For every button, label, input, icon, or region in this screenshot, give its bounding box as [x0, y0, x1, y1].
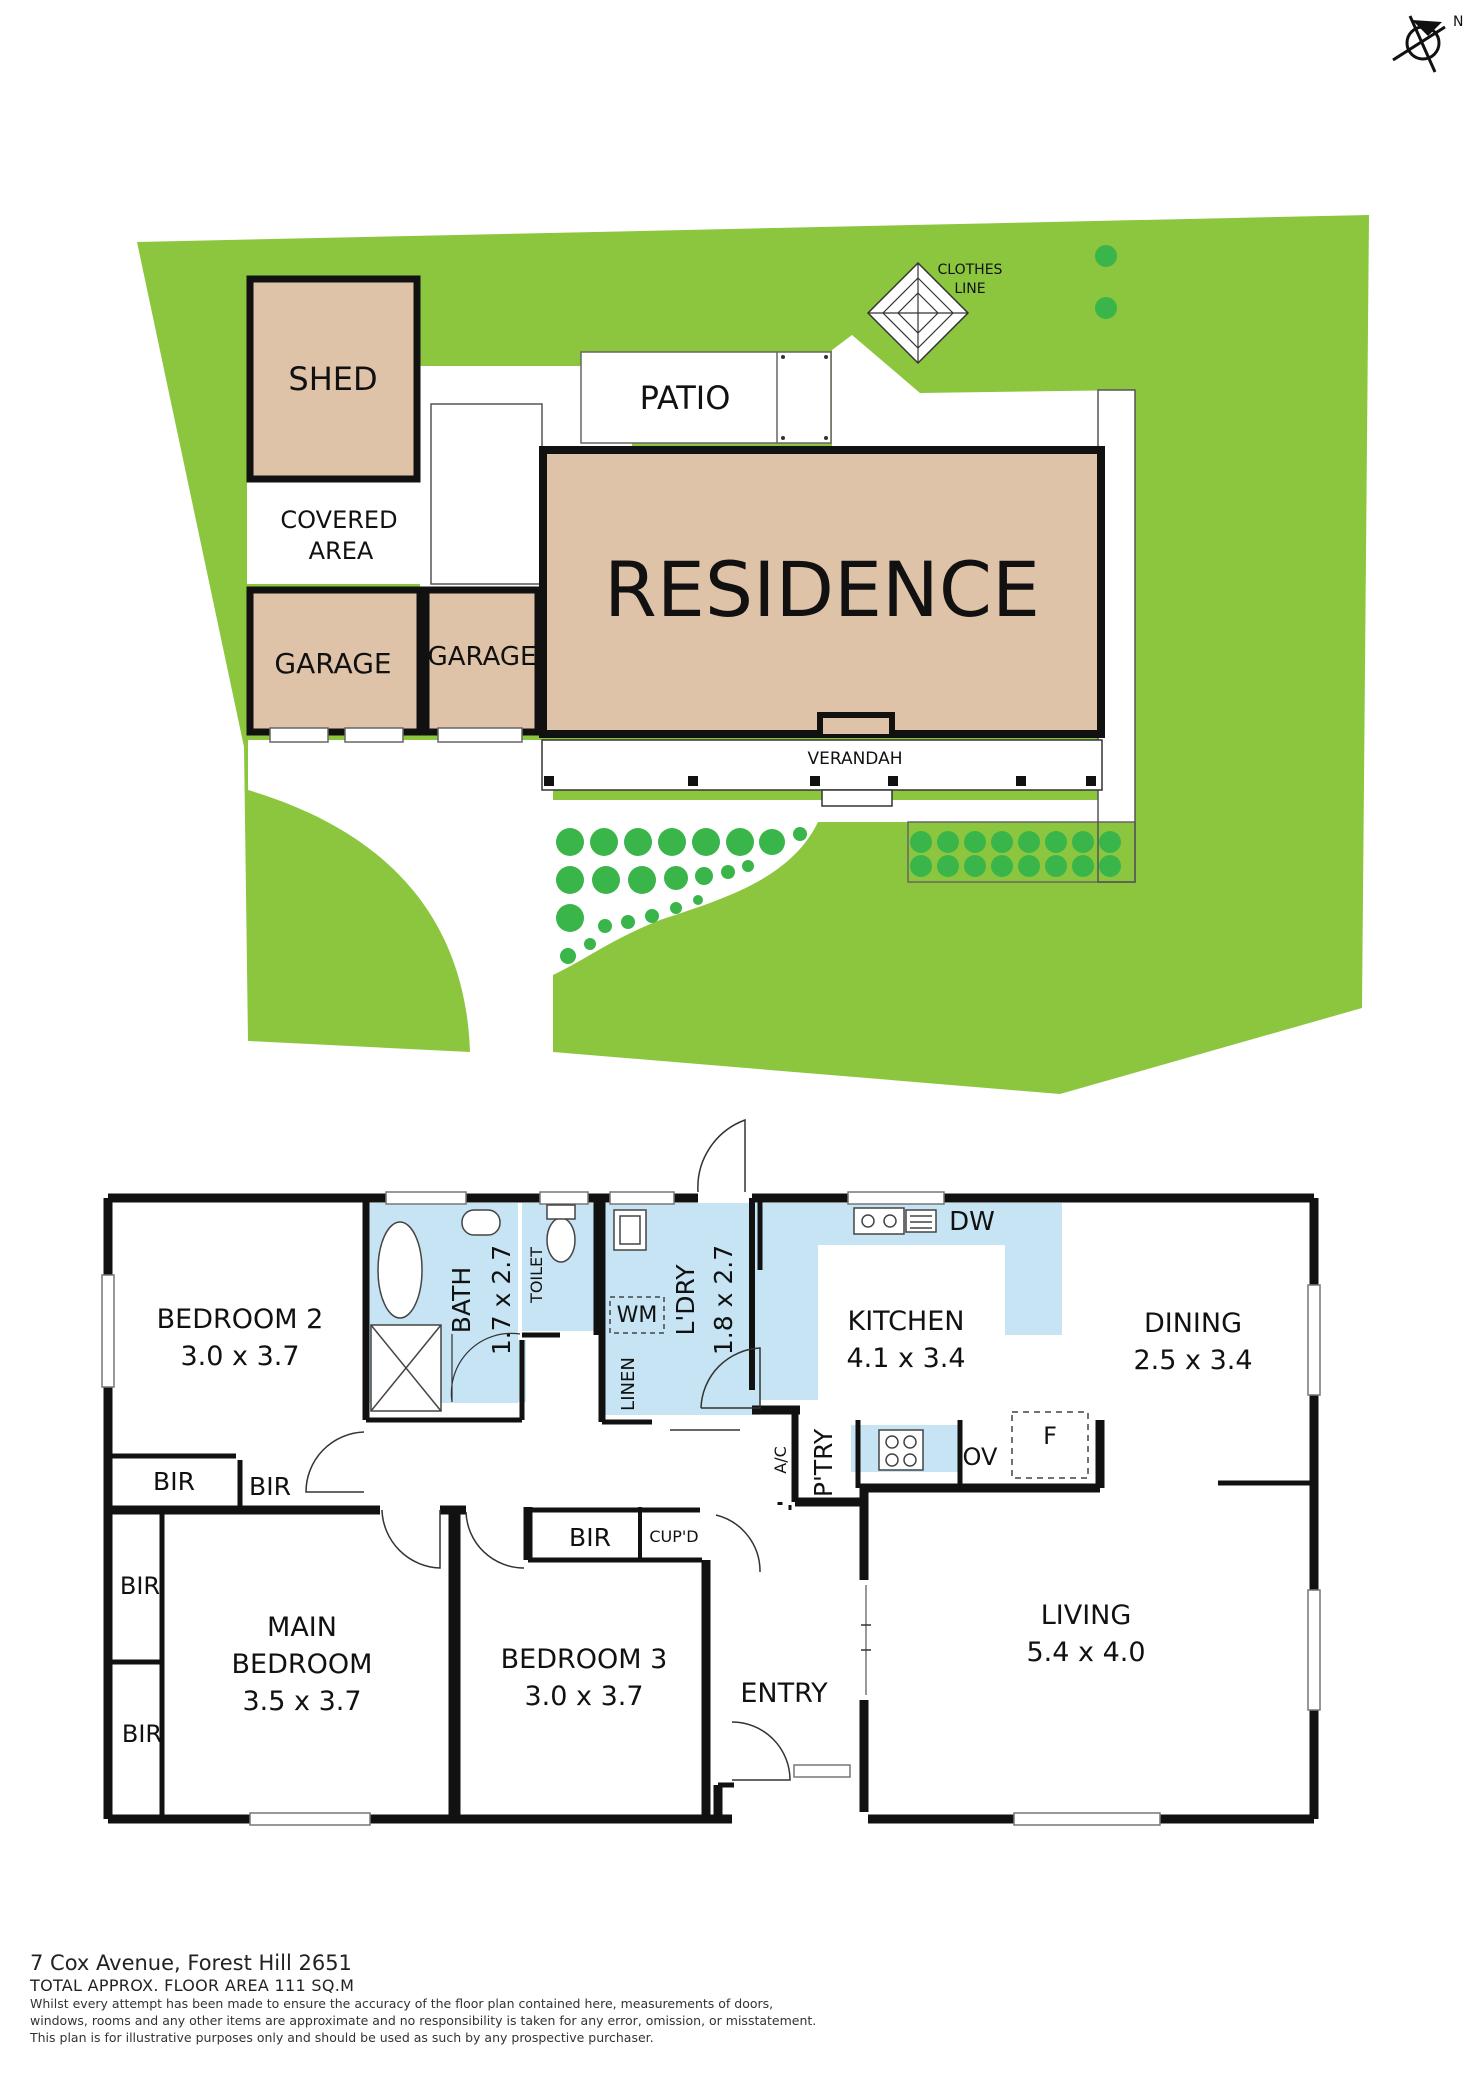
garage-1-door-b [344, 727, 404, 743]
bath-name: BATH [447, 1267, 476, 1333]
disclaimer-line-1: Whilst every attempt has been made to en… [30, 1996, 774, 2011]
disclaimer-line-2: windows, rooms and any other items are a… [30, 2013, 817, 2028]
dishwasher-label: DW [949, 1207, 995, 1237]
living-name: LIVING [1041, 1600, 1132, 1631]
bir-label-bedroom3: BIR [569, 1523, 611, 1552]
bath-dims: 1.7 x 2.7 [487, 1245, 516, 1355]
compass-north-label: N [1453, 14, 1463, 30]
driveway [248, 740, 553, 1052]
bir-label-bedroom2-a: BIR [153, 1467, 195, 1496]
carport-strip [430, 403, 543, 585]
fridge-label: F [1043, 1422, 1057, 1450]
patio-label: PATIO [640, 379, 731, 417]
bedroom-2-name: BEDROOM 2 [157, 1304, 324, 1335]
site-plan: COVERED AREA SHED GARAGE GARAGE PATIO CL… [137, 215, 1369, 1094]
bedroom-3-name: BEDROOM 3 [501, 1644, 668, 1675]
disclaimer-line-3: This plan is for illustrative purposes o… [30, 2030, 654, 2045]
covered-area-label-2: AREA [309, 537, 374, 565]
toilet-icon [546, 1217, 576, 1263]
bath-hall-notch [448, 1340, 526, 1402]
rear-path [832, 335, 1135, 450]
main-bedroom-name-2: BEDROOM [232, 1649, 373, 1680]
bathtub-icon [377, 1221, 423, 1319]
entry-label: ENTRY [740, 1678, 828, 1709]
interior-walls [108, 1198, 1314, 1819]
shed-label: SHED [288, 360, 377, 398]
bedroom-2-dims: 3.0 x 3.7 [180, 1341, 299, 1372]
garage-1-door-a [269, 727, 329, 743]
doors [305, 1118, 871, 1781]
washing-machine-icon [609, 1296, 665, 1334]
room-labels: BEDROOM 2 3.0 x 3.7 BATH 1.7 x 2.7 TOILE… [120, 1207, 1253, 1748]
bir-label-main-a: BIR [120, 1572, 160, 1600]
hedge-shrubs-right [910, 831, 1121, 877]
vanity-icon [461, 1209, 501, 1236]
tree [1095, 297, 1117, 319]
linen-label: LINEN [618, 1357, 639, 1411]
shed [246, 275, 421, 483]
patio [580, 351, 832, 444]
bath-fixtures [370, 1204, 1089, 1479]
residence-label: RESIDENCE [604, 545, 1040, 634]
garage-2-label: GARAGE [428, 642, 537, 672]
laundry-dims: 1.8 x 2.7 [709, 1245, 738, 1355]
fridge-icon [1011, 1411, 1089, 1479]
garage-2-door [437, 727, 523, 743]
kitchen-bench [760, 1203, 1062, 1400]
garage-1 [246, 586, 424, 736]
dining-name: DINING [1144, 1308, 1242, 1339]
bir-label-main-b: BIR [122, 1720, 162, 1748]
pantry-label: P'TRY [809, 1428, 838, 1497]
clothes-line-label-1: CLOTHES [938, 262, 1003, 278]
kitchen-dims: 4.1 x 3.4 [846, 1343, 965, 1374]
oven-label: OV [963, 1443, 998, 1471]
main-bedroom-name-1: MAIN [267, 1612, 337, 1643]
bedroom-3-dims: 3.0 x 3.7 [524, 1681, 643, 1712]
total-floor-area: TOTAL APPROX. FLOOR AREA 111 SQ.M [30, 1976, 355, 1995]
toilet-label: TOILET [527, 1247, 546, 1304]
main-bedroom-dims: 3.5 x 3.7 [242, 1686, 361, 1717]
dining-dims: 2.5 x 3.4 [1133, 1345, 1252, 1376]
bir-label-bedroom2-b: BIR [249, 1472, 291, 1501]
clothes-line-label-2: LINE [954, 281, 985, 297]
garden-shrubs-left [556, 827, 807, 964]
verandah [541, 739, 1103, 791]
property-address: 7 Cox Avenue, Forest Hill 2651 [30, 1951, 352, 1975]
cupboard-label: CUP'D [649, 1527, 698, 1546]
verandah-label: VERANDAH [807, 749, 902, 769]
living-dims: 5.4 x 4.0 [1026, 1637, 1145, 1668]
plan-footer: 7 Cox Avenue, Forest Hill 2651 TOTAL APP… [30, 1950, 1130, 2046]
kitchen-name: KITCHEN [848, 1306, 965, 1337]
covered-area-label-1: COVERED [280, 506, 397, 534]
garage-1-label: GARAGE [274, 647, 391, 680]
front-step [821, 789, 893, 807]
compass-icon: N [1392, 14, 1463, 73]
clothes-line-icon [866, 261, 970, 365]
residence [539, 446, 1105, 738]
tree [1095, 245, 1117, 267]
floor-plan: BEDROOM 2 3.0 x 3.7 BATH 1.7 x 2.7 TOILE… [101, 1118, 1321, 1826]
cooktop-icon [878, 1429, 924, 1471]
covered-area [247, 480, 431, 584]
wm-label: WM [617, 1303, 658, 1328]
windows [101, 1191, 1321, 1826]
ac-label: A/C [771, 1446, 790, 1474]
laundry-name: L'DRY [671, 1264, 700, 1336]
